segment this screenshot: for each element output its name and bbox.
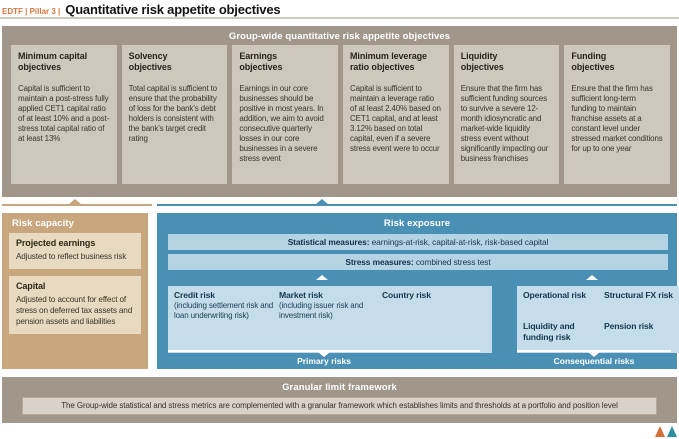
objective-card-body: Earnings in our core businesses should b… (239, 84, 324, 163)
statistical-measures-label: Statistical measures: (287, 237, 370, 247)
consequential-up-arrow-icon (586, 275, 598, 280)
exposure-up-arrow-icon (316, 199, 328, 204)
risk-box-pension: Pension risk (598, 317, 679, 353)
consequential-down-arrow-icon (588, 352, 600, 357)
objective-card-funding: Funding objectives Ensure that the firm … (564, 45, 671, 184)
stress-measures-text: combined stress test (413, 257, 491, 267)
capacity-box-body: Adjusted to account for effect of stress… (16, 295, 133, 326)
risk-box-market: Market risk (including issuer risk and i… (273, 286, 384, 353)
risk-box-liquidity-funding: Liquidity and funding risk (517, 317, 606, 353)
objective-card-body: Ensure that the firm has sufficient fund… (460, 84, 549, 163)
objective-card-solvency: Solvency objectives Total capital is suf… (121, 45, 228, 184)
objective-card-title: Earnings objectives (239, 51, 283, 72)
risk-box-credit: Credit risk (including settlement risk a… (168, 286, 280, 353)
objective-columns: Minimum capital objectives Capital is su… (11, 45, 671, 184)
objective-card-earnings: Earnings objectives Earnings in our core… (232, 45, 339, 184)
objective-card-title: Funding objectives (571, 51, 615, 72)
primary-bracket-line (168, 350, 480, 352)
statistical-measures-text: earnings-at-risk, capital-at-risk, risk-… (369, 237, 549, 247)
risk-box-structural-fx: Structural FX risk (598, 286, 679, 321)
risk-box-country: Country risk (376, 286, 492, 353)
nav-up-triangle-orange-icon[interactable] (655, 426, 665, 437)
page-title: Quantitative risk appetite objectives (65, 2, 281, 17)
granular-limit-section: Granular limit framework The Group-wide … (2, 377, 677, 423)
objective-card-title: Minimum capital objectives (18, 51, 88, 72)
group-objectives-header: Group-wide quantitative risk appetite ob… (228, 31, 451, 42)
objective-card-body: Total capital is sufficient to ensure th… (128, 84, 217, 143)
risk-exposure-header: Risk exposure (383, 218, 451, 229)
eyebrow-label: EDTF | Pillar 3 | (2, 7, 61, 16)
objective-card-minimum-capital: Minimum capital objectives Capital is su… (11, 45, 117, 184)
stress-measures-bar: Stress measures: combined stress test (168, 254, 668, 270)
objective-card-body: Ensure that the firm has sufficient long… (571, 84, 663, 153)
capacity-connector-line (2, 204, 152, 206)
objective-card-liquidity: Liquidity objectives Ensure that the fir… (453, 45, 560, 184)
objective-card-title: Liquidity objectives (460, 51, 504, 72)
title-bar: EDTF | Pillar 3 | Quantitative risk appe… (2, 2, 281, 17)
risk-capacity-header: Risk capacity (12, 218, 75, 229)
granular-limit-body: The Group-wide statistical and stress me… (22, 397, 657, 415)
stress-measures-label: Stress measures: (345, 257, 414, 267)
group-objectives-section: Group-wide quantitative risk appetite ob… (2, 26, 677, 197)
primary-risks-bracket: Primary risks (168, 350, 480, 366)
capacity-up-arrow-icon (69, 199, 81, 204)
primary-risks-label: Primary risks (297, 356, 351, 366)
title-divider (0, 17, 679, 19)
risk-box-operational: Operational risk (517, 286, 606, 321)
exposure-connector-line (157, 204, 677, 206)
risk-exposure-section: Risk exposure Statistical measures: earn… (157, 213, 679, 369)
objective-card-title: Minimum leverage ratio objectives (350, 51, 427, 72)
consequential-risks-bracket: Consequential risks (517, 350, 671, 366)
capacity-box-projected-earnings: Projected earnings Adjusted to reflect b… (9, 233, 141, 269)
consequential-risks-label: Consequential risks (553, 356, 635, 366)
granular-limit-header: Granular limit framework (282, 382, 397, 393)
nav-icons (655, 426, 677, 437)
primary-up-arrow-icon (316, 275, 328, 280)
capacity-box-title: Capital (16, 281, 46, 291)
capacity-box-title: Projected earnings (16, 238, 96, 248)
objective-card-body: Capital is sufficient to maintain a leve… (350, 84, 441, 153)
capacity-box-body: Adjusted to reflect business risk (16, 252, 127, 261)
objective-card-title: Solvency objectives (128, 51, 172, 72)
primary-down-arrow-icon (318, 352, 330, 357)
capacity-box-capital: Capital Adjusted to account for effect o… (9, 276, 141, 334)
nav-up-triangle-teal-icon[interactable] (667, 426, 677, 437)
statistical-measures-bar: Statistical measures: earnings-at-risk, … (168, 234, 668, 250)
objective-card-leverage-ratio: Minimum leverage ratio objectives Capita… (343, 45, 449, 184)
consequential-bracket-line (517, 350, 671, 352)
objective-card-body: Capital is sufficient to maintain a post… (18, 84, 110, 143)
risk-capacity-section: Risk capacity Projected earnings Adjuste… (2, 213, 148, 369)
